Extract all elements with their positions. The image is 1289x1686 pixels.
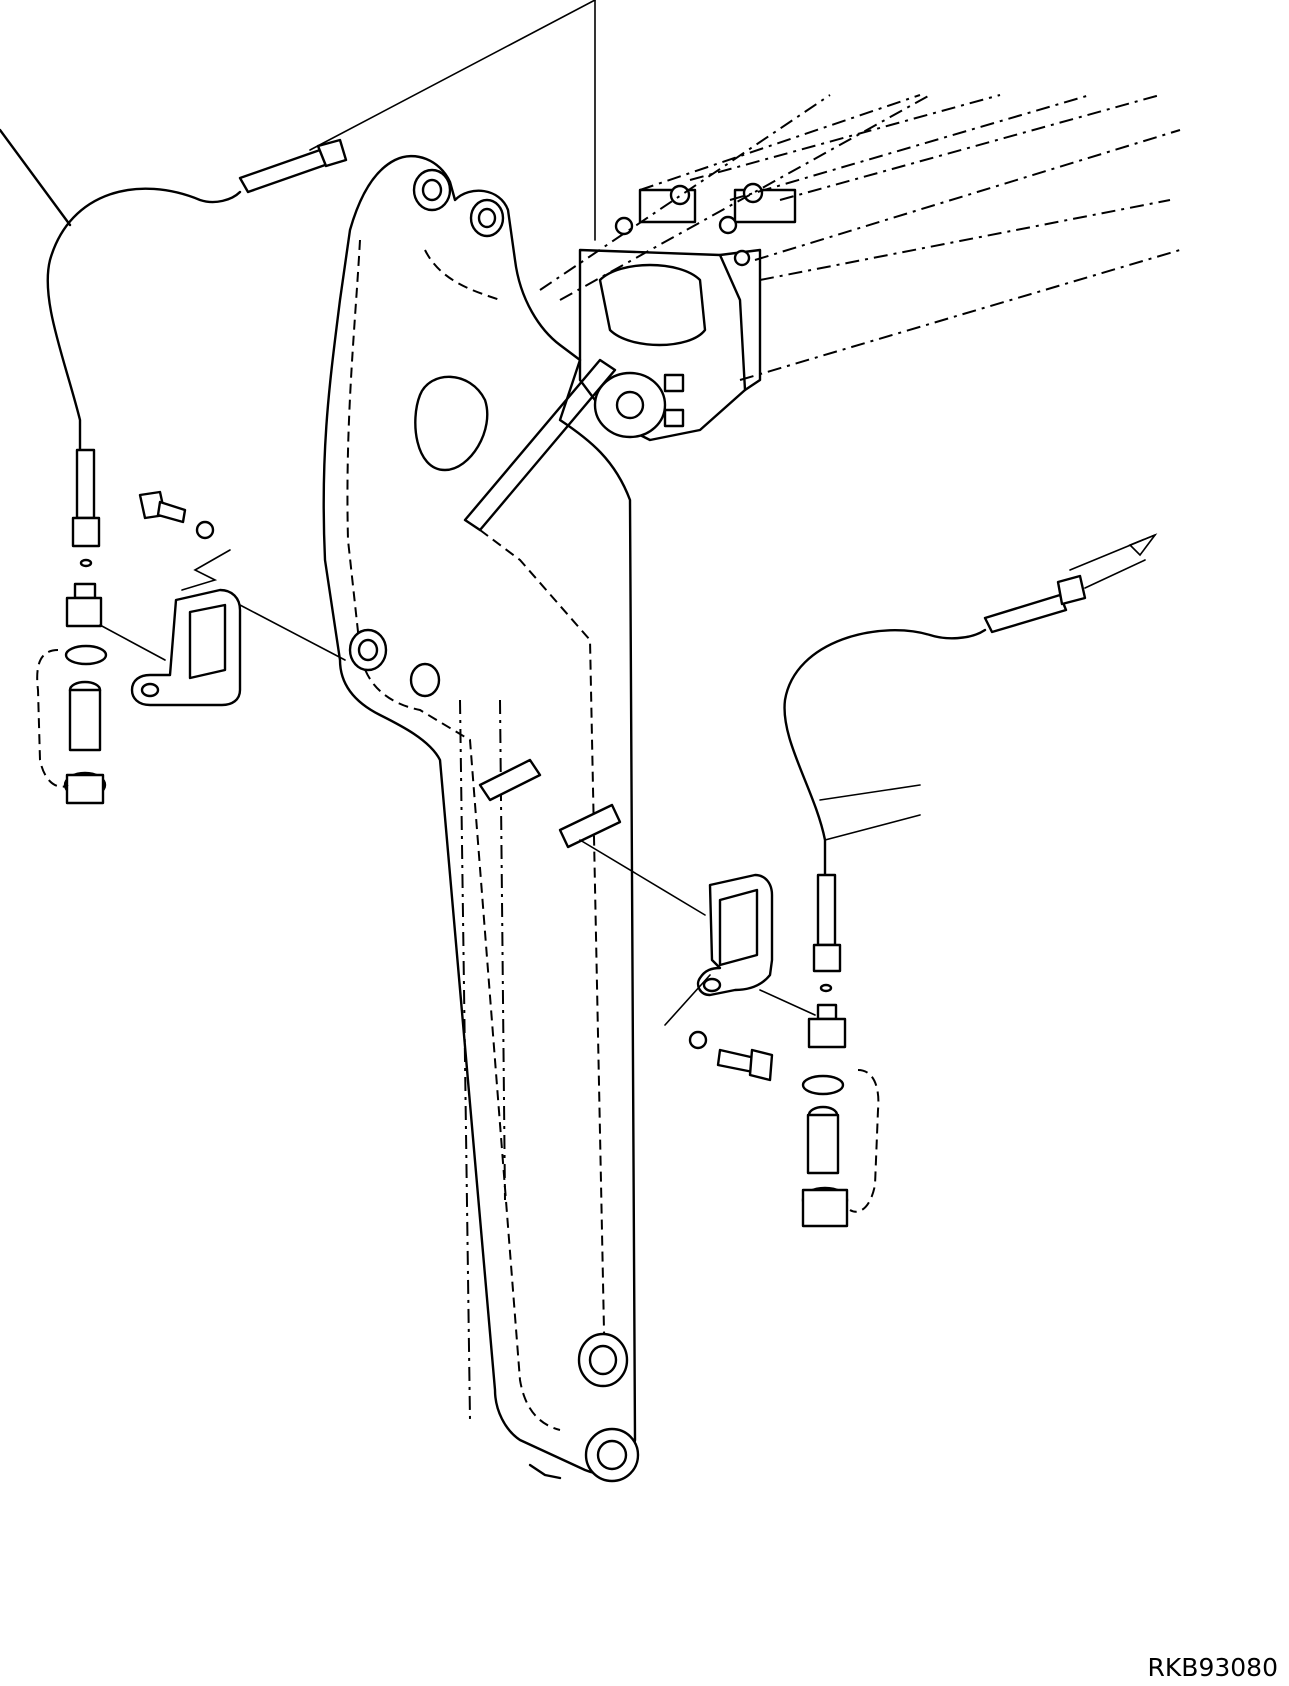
excavator-arm: [322, 155, 640, 1483]
right-hose-assembly: [783, 559, 1146, 1228]
left-bracket-group: [130, 490, 346, 707]
boom-cylinder-head: [578, 182, 797, 442]
clamp-blocks: [478, 758, 706, 916]
left-hose-assembly: [0, 128, 348, 805]
right-bracket-group: [664, 873, 816, 1082]
drawing-code: RKB93080: [1148, 1653, 1278, 1682]
leader-lines: [309, 0, 1158, 801]
dashed-hydraulic-lines: [539, 94, 1181, 381]
